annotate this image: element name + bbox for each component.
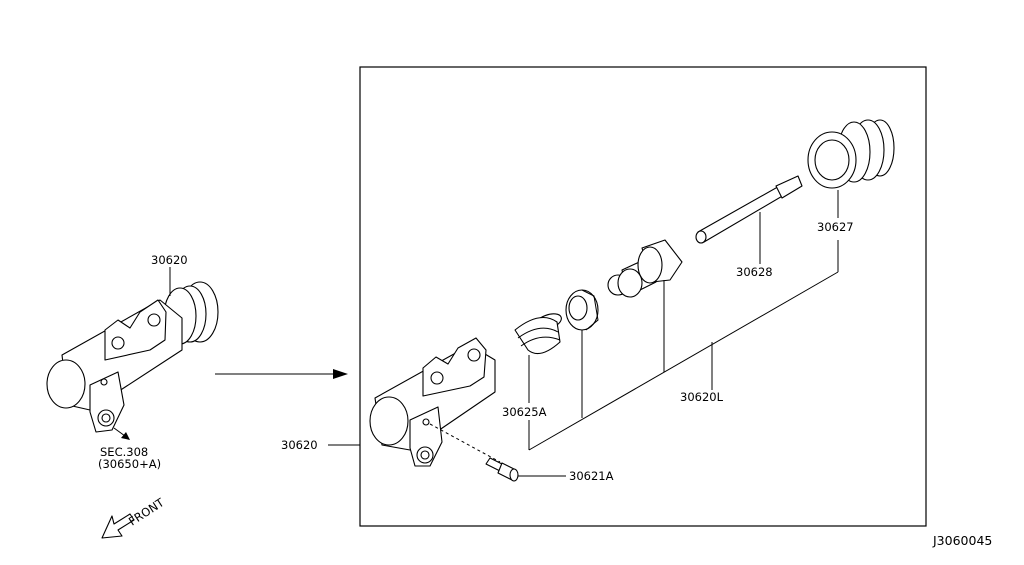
boot-label: 30625A (502, 405, 547, 419)
bleeder-screw (485, 457, 566, 482)
bleeder-label: 30621A (569, 469, 614, 483)
front-label: FRONT (126, 495, 167, 529)
push-rod (695, 175, 803, 244)
seal-ring (565, 289, 599, 331)
front-arrow-icon (101, 513, 135, 539)
box-assembly-label: 30620 (281, 438, 318, 452)
left-assembly-label: 30620 (151, 253, 188, 267)
kit-bracket (528, 190, 839, 451)
sec-reference-label: SEC.308 (100, 445, 148, 459)
left-cylinder-assembly (46, 267, 219, 440)
cylinder-body (369, 337, 496, 467)
sec-reference-sublabel: (30650+A) (98, 457, 161, 471)
kit-label: 30620L (680, 390, 724, 404)
piston-cup-label: 30627 (817, 220, 854, 234)
piston-cup (807, 119, 895, 189)
piston (607, 239, 683, 298)
push-rod-label: 30628 (736, 265, 773, 279)
diagram-code: J3060045 (932, 533, 992, 548)
exploded-view-frame (359, 66, 927, 527)
arrow-right-icon (215, 369, 348, 379)
dust-boot (514, 313, 562, 355)
